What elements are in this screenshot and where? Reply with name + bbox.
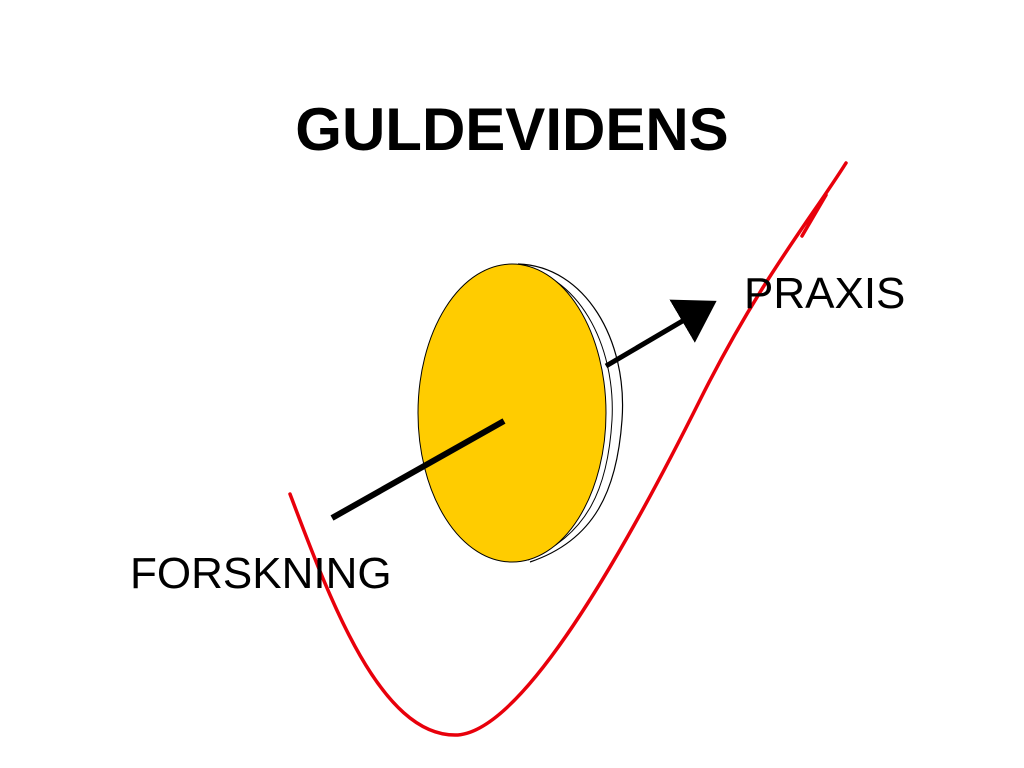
gold-coin-icon xyxy=(417,263,624,563)
coin-face xyxy=(417,263,607,563)
research-line xyxy=(330,418,506,521)
praxis-label: PRAXIS xyxy=(744,269,906,318)
slide-title: GULDEVIDENS xyxy=(295,96,729,163)
forskning-label: FORSKNING xyxy=(130,549,392,598)
coin-rim-outer xyxy=(517,263,624,563)
arrow-icon xyxy=(604,299,717,369)
coin-rim-inner xyxy=(513,265,613,561)
checkmark-icon xyxy=(288,161,848,737)
